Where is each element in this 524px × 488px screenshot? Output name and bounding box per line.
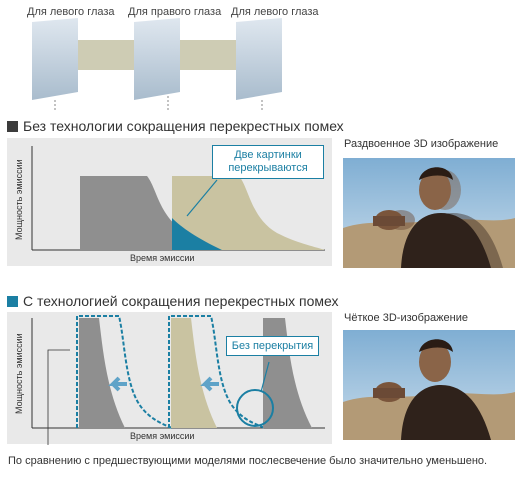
photo-clear-3d (343, 330, 515, 440)
frame-label-left-eye-2: Для левого глаза (231, 6, 319, 18)
x-axis-label-without: Время эмиссии (130, 253, 195, 263)
callout-overlap: Две картинки перекрываются (212, 145, 324, 179)
frame-left-eye-2 (236, 18, 282, 100)
caption-doubled-3d: Раздвоенное 3D изображение (344, 138, 499, 150)
pulse-right-eye (171, 318, 217, 428)
frame-label-right-eye: Для правого глаза (128, 6, 222, 18)
callout-pointer (260, 361, 270, 393)
footnote: По сравнению с предшествующими моделями … (8, 455, 488, 467)
section-title-with: С технологией сокращения перекрестных по… (7, 293, 339, 309)
shift-arrow (200, 376, 219, 392)
old-pulse-outline (76, 315, 173, 429)
frame-label-left-eye-1: Для левого глаза (27, 6, 115, 18)
figure-head (419, 170, 451, 210)
photo-doubled-3d (343, 158, 515, 268)
frames-illustration (32, 18, 282, 112)
pulse-right-eye (172, 176, 325, 250)
frame-link-bar (78, 40, 140, 70)
figure-body (401, 385, 491, 440)
figure-body (401, 213, 491, 268)
emission-chart-with (31, 315, 325, 429)
figure-head (419, 342, 451, 382)
frame-link-bar (180, 40, 242, 70)
section-bullet (7, 120, 18, 132)
frame-left-eye-1 (32, 18, 78, 100)
caption-clear-3d: Чёткое 3D-изображение (344, 312, 468, 324)
section-bullet (7, 295, 18, 307)
old-pulse-outline (168, 315, 266, 429)
no-overlap-highlight (236, 389, 274, 427)
section-title-text: Без технологии сокращения перекрестных п… (23, 118, 344, 134)
frame-right-eye (134, 18, 180, 100)
callout-no-overlap: Без перекрытия (226, 336, 319, 356)
pulse-left-eye (79, 318, 125, 428)
section-title-without: Без технологии сокращения перекрестных п… (7, 118, 344, 134)
pulse-left-eye (80, 176, 247, 250)
overlap-region (172, 218, 222, 250)
y-axis-label-without: Мощность эмиссии (14, 159, 24, 240)
shift-arrow (108, 376, 127, 392)
emission-chart-without (31, 146, 325, 251)
x-axis-label-with: Время эмиссии (130, 431, 195, 441)
footnote-pointer (47, 349, 70, 445)
pulse-left-eye-next (263, 318, 312, 428)
callout-pointer (186, 179, 218, 217)
section-title-text: С технологией сокращения перекрестных по… (23, 293, 339, 309)
